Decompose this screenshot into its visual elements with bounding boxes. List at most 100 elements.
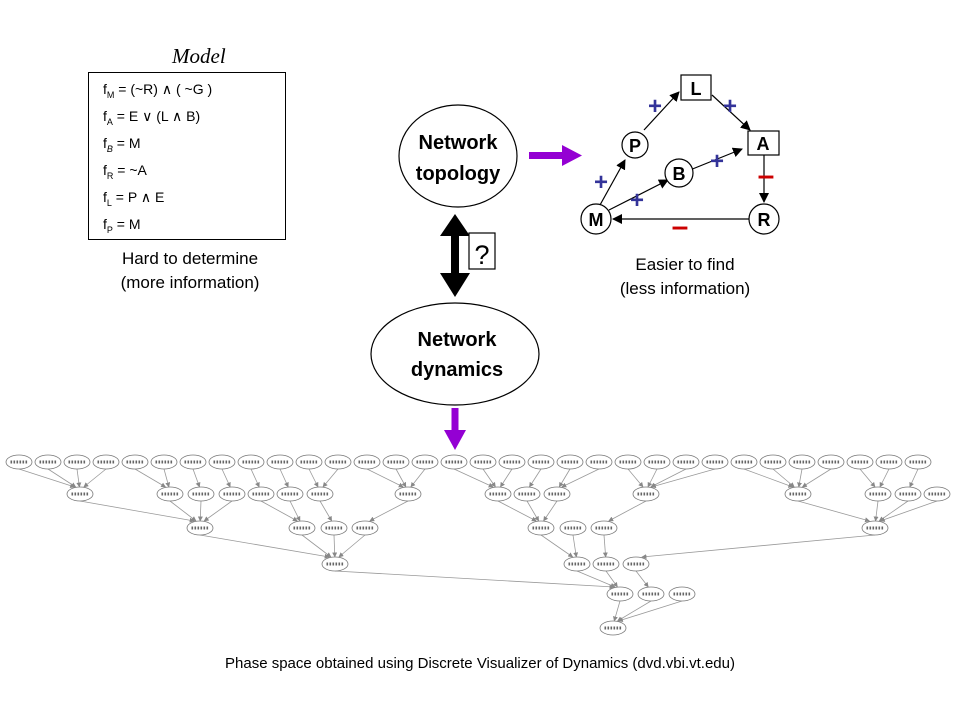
phase-space-edge [605, 570, 618, 588]
phase-space-edge [543, 500, 558, 522]
phase-space-edge [529, 468, 542, 488]
question-box [468, 232, 496, 270]
phase-state-node [321, 556, 349, 572]
phase-state-node [5, 454, 33, 470]
phase-space-edge [163, 468, 171, 488]
network-topology-line2: topology [416, 163, 501, 185]
phase-space-edge [909, 468, 919, 488]
phase-state-node [63, 454, 91, 470]
phase-space-edge [772, 468, 795, 488]
phase-state-node [121, 454, 149, 470]
phase-space-edge [308, 468, 319, 488]
phase-space-edge [18, 468, 76, 488]
phase-space-edge [260, 500, 298, 522]
network-dynamics-node: Network dynamics [370, 302, 540, 406]
phase-state-node [585, 454, 613, 470]
phase-state-node [218, 486, 246, 502]
phase-space-edge [47, 468, 77, 488]
equation-fb: fB = M [103, 135, 141, 154]
phase-state-node [894, 486, 922, 502]
phase-state-node [637, 586, 665, 602]
phase-state-node [498, 454, 526, 470]
phase-state-node [527, 454, 555, 470]
network-dynamics-line2: dynamics [411, 359, 503, 381]
phase-space-edge [338, 534, 366, 558]
phase-state-node [411, 454, 439, 470]
phase-state-node [904, 454, 932, 470]
phase-space-edge [743, 468, 794, 488]
sign-plus-b-a: + [710, 148, 724, 175]
phase-state-node [66, 486, 94, 502]
phase-space-edge [641, 534, 876, 560]
phase-state-node [632, 486, 660, 502]
phase-state-node [730, 454, 758, 470]
phase-state-node [208, 454, 236, 470]
graph-node-r: R [748, 203, 780, 235]
phase-space-edge [332, 534, 338, 558]
phase-state-node [34, 454, 62, 470]
phase-space-edge [192, 468, 201, 488]
topology-graph: L A P B M R + + + [580, 74, 780, 243]
phase-state-node [353, 454, 381, 470]
sign-minus-r-m: – [672, 210, 689, 243]
equation-fp: fP = M [103, 216, 141, 235]
phase-state-node [187, 486, 215, 502]
phase-space-edge [369, 500, 409, 522]
phase-state-node [846, 454, 874, 470]
phase-space-edge [319, 500, 333, 522]
phase-state-node [513, 486, 541, 502]
phase-space-edge [134, 468, 167, 488]
graph-node-m: M [580, 203, 612, 235]
phase-space-edge [617, 600, 652, 622]
purple-arrow-right [529, 145, 582, 166]
phase-space-edge [366, 468, 404, 488]
phase-state-node [563, 556, 591, 572]
phase-state-node [320, 520, 348, 536]
graph-caption-line1: Easier to find [635, 255, 735, 274]
phase-state-node [186, 520, 214, 536]
phase-space-edge [635, 570, 649, 588]
phase-state-node [784, 486, 812, 502]
phase-space-edge [801, 468, 832, 488]
phase-space-edge [576, 570, 616, 588]
sign-plus-m-b: + [630, 187, 644, 214]
phase-state-node [351, 520, 379, 536]
phase-state-node [590, 520, 618, 536]
phase-state-node [295, 454, 323, 470]
phase-space-edge [526, 500, 540, 522]
sign-plus-m-p: + [594, 169, 608, 196]
phase-space-edge [322, 468, 339, 488]
model-equations-box: fM = (~R) ∧ ( ~G ) fA = E ∨ (L ∧ B) fB =… [88, 72, 286, 240]
phase-space-edge [453, 468, 494, 488]
question-mark: ? [474, 240, 489, 270]
phase-state-node [559, 520, 587, 536]
phase-space-edge [334, 570, 615, 590]
phase-space-edge [572, 534, 579, 558]
graph-node-a: A [747, 130, 780, 156]
phase-state-node [156, 486, 184, 502]
phase-state-node [484, 486, 512, 502]
model-caption-line2: (more information) [120, 273, 260, 292]
phase-space-edge [873, 500, 879, 522]
phase-space-edge [859, 468, 876, 488]
svg-text:L: L [691, 79, 702, 99]
phase-state-node [394, 486, 422, 502]
phase-space-edge [250, 468, 260, 488]
phase-space-edge [602, 534, 608, 558]
model-caption: Hard to determine (more information) [80, 247, 300, 295]
sign-minus-a-r: – [758, 159, 775, 192]
svg-text:A: A [757, 134, 770, 154]
phase-space-edge [608, 500, 647, 522]
phase-space-edge [650, 468, 716, 489]
graph-node-l: L [680, 74, 712, 101]
phase-state-node [788, 454, 816, 470]
phase-state-node [237, 454, 265, 470]
svg-text:B: B [673, 164, 686, 184]
phase-space-edge [221, 468, 231, 488]
double-arrow [440, 214, 470, 297]
phase-space-edge [79, 500, 195, 523]
equation-fr: fR = ~A [103, 162, 147, 181]
phase-state-node [875, 454, 903, 470]
